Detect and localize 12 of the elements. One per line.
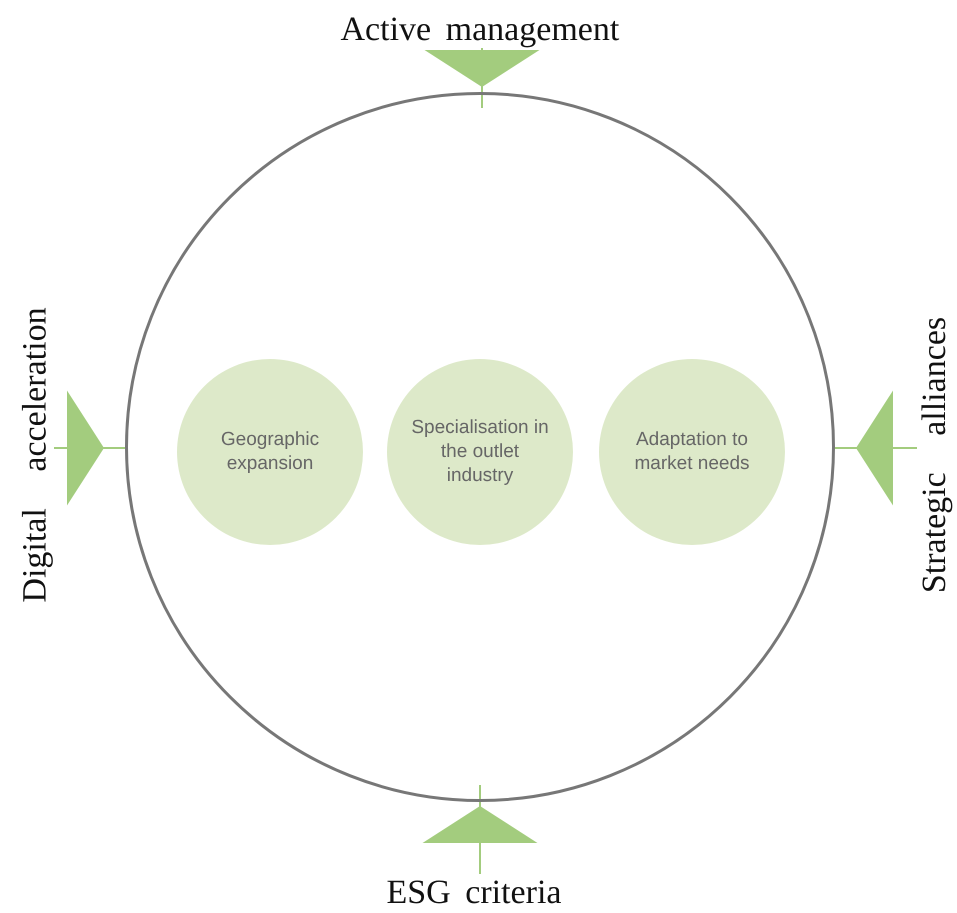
driver-label: Strategic alliances [916,316,954,594]
pillar-text: Geographic expansion [220,428,320,476]
driver-label: Active management [340,11,620,49]
driver-label: ESG criteria [386,874,562,912]
arrow [54,390,125,506]
pillar-text: Adaptation to market needs [633,428,751,476]
outline-circle [125,92,835,802]
arrow [422,785,538,874]
arrow [424,48,540,108]
driver-label: Digital acceleration [16,307,54,603]
arrow [835,390,917,506]
pillar-text: Specialisation in the outlet industry [410,416,550,488]
